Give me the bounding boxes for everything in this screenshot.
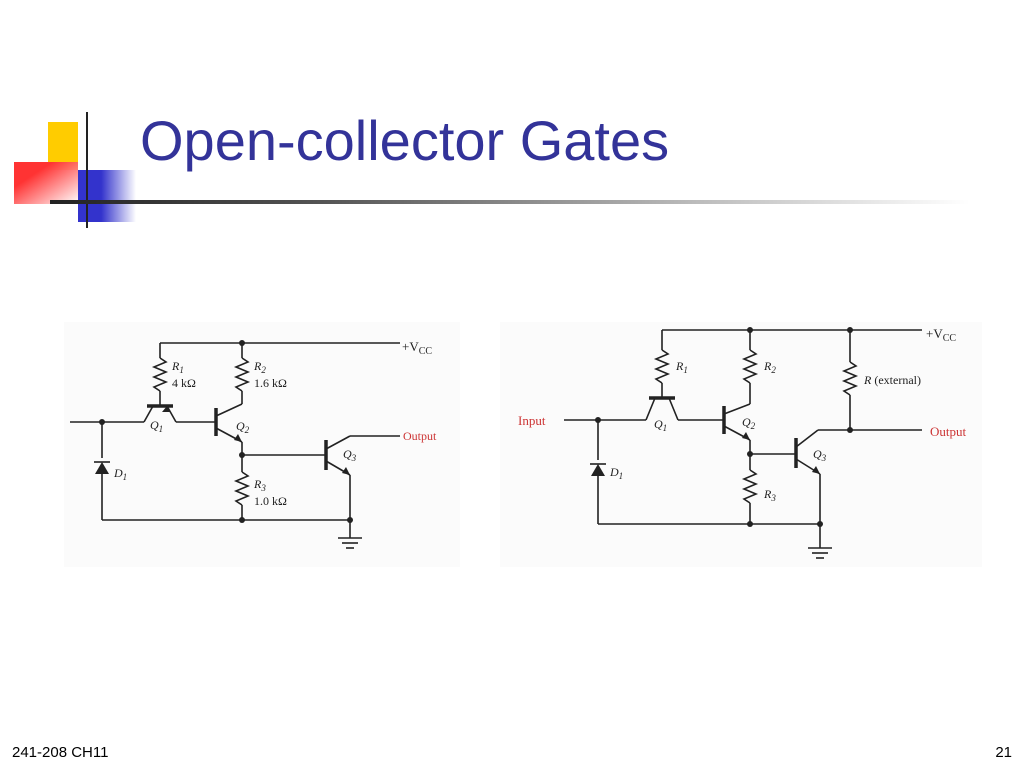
right-d1-label: D	[609, 465, 619, 479]
svg-text:R3: R3	[253, 477, 266, 493]
left-q1-sub: 1	[159, 424, 164, 434]
left-circuit-diagram: +VCC R1 4 kΩ R2 1.6 kΩ R3 1.0 kΩ Q1 Q2 Q…	[70, 339, 437, 549]
svg-text:D1: D1	[113, 466, 127, 482]
right-r3-sub: 3	[770, 493, 776, 503]
svg-text:+VCC: +VCC	[402, 339, 432, 357]
left-d1-label: D	[113, 466, 123, 480]
left-q2-label: Q	[236, 419, 245, 433]
left-r2-sub: 2	[261, 365, 266, 375]
svg-text:+VCC: +VCC	[926, 326, 956, 344]
right-q1-label: Q	[654, 417, 663, 431]
right-q2-label: Q	[742, 415, 751, 429]
right-q3-sub: 3	[821, 453, 827, 463]
svg-text:R1: R1	[675, 359, 688, 375]
svg-text:R2: R2	[763, 359, 776, 375]
right-rext-note: (external)	[874, 373, 921, 387]
svg-text:R (external): R (external)	[863, 373, 921, 387]
right-r2-label: R	[763, 359, 772, 373]
svg-text:Q1: Q1	[654, 417, 667, 433]
svg-text:R3: R3	[763, 487, 776, 503]
slide-title: Open-collector Gates	[140, 109, 670, 172]
left-vcc-sub: CC	[419, 346, 433, 357]
svg-text:Q1: Q1	[150, 418, 163, 434]
right-output-label: Output	[930, 424, 967, 439]
left-r3-label: R	[253, 477, 262, 491]
right-r1-label: R	[675, 359, 684, 373]
left-r1-label: R	[171, 359, 180, 373]
left-r3-sub: 3	[260, 483, 266, 493]
accent-vertical-line	[86, 112, 88, 228]
left-r2-label: R	[253, 359, 262, 373]
svg-text:Q2: Q2	[236, 419, 250, 435]
right-r3-label: R	[763, 487, 772, 501]
title-underline	[50, 200, 970, 204]
accent-red-square	[14, 162, 78, 204]
left-r1-sub: 1	[179, 365, 184, 375]
svg-text:Q3: Q3	[813, 447, 827, 463]
left-output-label: Output	[403, 429, 437, 443]
left-r1-value: 4 kΩ	[172, 376, 196, 390]
right-q1-sub: 1	[663, 423, 668, 433]
right-r2-sub: 2	[771, 365, 776, 375]
right-vcc-label: +V	[926, 326, 943, 341]
left-q1-label: Q	[150, 418, 159, 432]
footer-page-number: 21	[995, 744, 1012, 761]
right-input-label: Input	[518, 413, 546, 428]
left-q3-sub: 3	[351, 453, 357, 463]
right-vcc-sub: CC	[943, 333, 957, 344]
svg-text:Q3: Q3	[343, 447, 357, 463]
svg-text:D1: D1	[609, 465, 623, 481]
right-rext-label: R	[863, 373, 872, 387]
left-q3-label: Q	[343, 447, 352, 461]
left-r2-value: 1.6 kΩ	[254, 376, 287, 390]
right-q3-label: Q	[813, 447, 822, 461]
left-circuit-panel: +VCC R1 4 kΩ R2 1.6 kΩ R3 1.0 kΩ Q1 Q2 Q…	[64, 322, 460, 567]
footer-course-code: 241-208 CH11	[12, 744, 109, 761]
left-q2-sub: 2	[245, 425, 250, 435]
right-q2-sub: 2	[751, 421, 756, 431]
right-circuit-panel: +VCC R1 R2 R (external) R3 Q1 Q2 Q3 D1 I…	[500, 322, 982, 567]
right-r1-sub: 1	[683, 365, 688, 375]
svg-text:R2: R2	[253, 359, 266, 375]
svg-text:R1: R1	[171, 359, 184, 375]
left-vcc-label: +V	[402, 339, 419, 354]
right-circuit-diagram: +VCC R1 R2 R (external) R3 Q1 Q2 Q3 D1 I…	[518, 326, 967, 559]
right-d1-sub: 1	[619, 471, 624, 481]
left-d1-sub: 1	[123, 472, 128, 482]
left-r3-value: 1.0 kΩ	[254, 494, 287, 508]
svg-text:Q2: Q2	[742, 415, 756, 431]
